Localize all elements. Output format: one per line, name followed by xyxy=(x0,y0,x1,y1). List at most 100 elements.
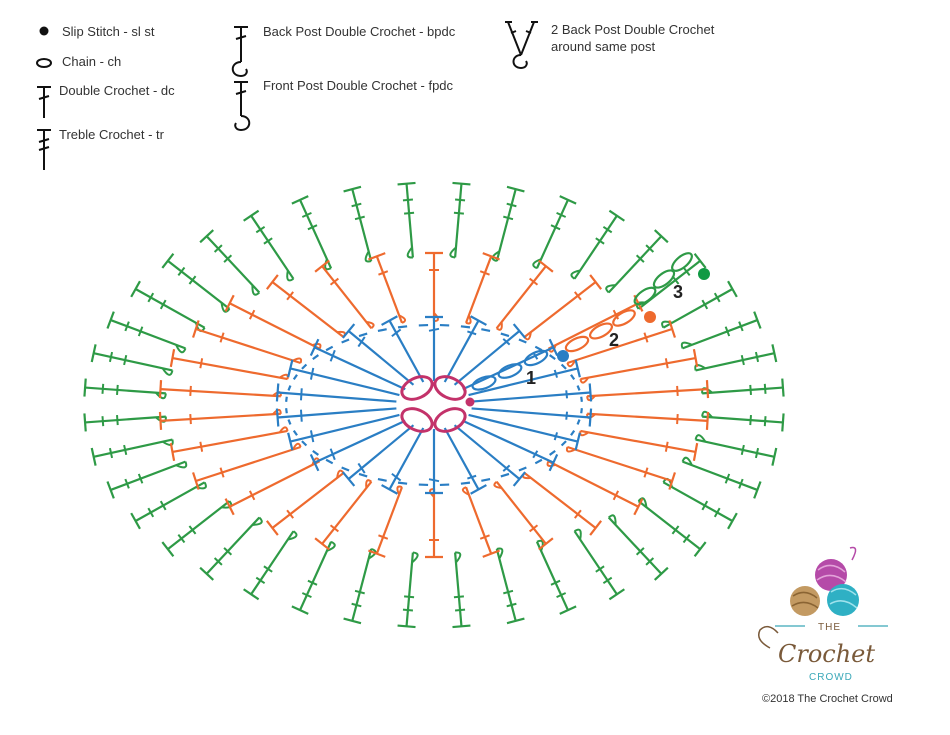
round-2-post-stitch xyxy=(224,294,322,350)
round-1-chain-arc xyxy=(312,450,320,456)
round-3-treble-crochet xyxy=(397,551,419,629)
round-3-treble-crochet xyxy=(701,378,785,397)
round-2-post-stitch xyxy=(314,479,373,551)
legend-treble-crochet-label: Treble Crochet - tr xyxy=(59,127,165,142)
logo-the-text: THE xyxy=(818,622,841,633)
logo-flourish xyxy=(758,625,779,649)
start-chain xyxy=(523,349,549,367)
round-1-double-crochet xyxy=(287,359,400,397)
round-1-double-crochet xyxy=(471,407,593,427)
round-1-chain-arc xyxy=(500,472,510,478)
center-chain xyxy=(400,407,434,433)
round-1-double-crochet xyxy=(341,424,415,487)
round-2-start-chains: 2 xyxy=(564,309,656,353)
logo-swirl xyxy=(849,546,857,561)
legend-treble-crochet: Treble Crochet - tr xyxy=(37,127,165,170)
round-2-post-stitch xyxy=(522,472,603,536)
round-1-double-crochet xyxy=(341,323,415,386)
round-3-treble-crochet xyxy=(83,413,167,432)
legend-slip-stitch-label: Slip Stitch - sl st xyxy=(62,24,155,39)
legend-two-bpdc-line1: 2 Back Post Double Crochet xyxy=(551,22,715,37)
round-3-treble-crochet xyxy=(694,434,778,466)
round-2-post-stitch xyxy=(546,460,644,516)
round-1-chain-arc xyxy=(560,363,567,370)
round-1-double-crochet xyxy=(468,359,581,397)
round-1-double-crochet xyxy=(443,427,487,495)
round-3-treble-crochet xyxy=(343,185,373,263)
slip-stitch-symbol xyxy=(39,26,49,36)
round-3-treble-crochet xyxy=(662,477,738,530)
round-1-double-crochet xyxy=(453,424,527,487)
round-3-treble-crochet xyxy=(243,530,298,601)
round-3-treble-crochet xyxy=(607,514,669,581)
round-1-slip-stitch xyxy=(557,350,569,362)
round-1-chain-arc xyxy=(580,408,583,414)
legend-two-bpdc: 2 Back Post Double Crochet around same p… xyxy=(505,21,715,70)
round-1-double-crochet xyxy=(453,323,527,386)
start-chain xyxy=(588,322,614,340)
logo-main-text: Crochet xyxy=(778,640,875,668)
round-2-post-stitch xyxy=(192,320,303,365)
center-chain xyxy=(400,375,434,401)
chain-symbol xyxy=(36,58,52,68)
round-1-double-crochet xyxy=(468,413,581,451)
round-1-double-crochet xyxy=(287,413,400,451)
round-2-post-stitch xyxy=(586,411,710,430)
round-3-treble-crochet xyxy=(106,460,188,499)
round-1-chain-arc xyxy=(570,374,576,381)
crochet-crowd-logo: THE Crochet CROWD ©2018 The Crochet Crow… xyxy=(758,546,893,705)
round-2-post-stitch xyxy=(192,442,302,490)
round-1-double-crochet xyxy=(425,429,443,495)
round-1-double-crochet xyxy=(462,419,559,472)
round-3-treble-crochet xyxy=(243,209,295,282)
round-2-post-stitch xyxy=(158,380,282,399)
round-1-chain-arc xyxy=(358,472,368,478)
round-1-chain-arc xyxy=(518,466,527,472)
round-1-double-crochet xyxy=(443,315,487,383)
round-3-treble-crochet xyxy=(452,551,471,629)
round-2-number: 2 xyxy=(609,330,619,350)
round-1-chain-arc xyxy=(576,419,581,425)
round-3-treble-crochet xyxy=(106,311,187,354)
start-chain xyxy=(633,286,657,306)
round-3-treble-crochet xyxy=(343,547,377,625)
yarn-ball-brown-strands xyxy=(791,591,819,609)
round-1-chain-arc xyxy=(570,429,576,436)
round-3-treble-crochet xyxy=(661,280,738,329)
round-1-chain-arc xyxy=(548,354,556,360)
start-chain xyxy=(471,375,497,391)
round-1-chain-arc xyxy=(534,458,543,465)
yarn-ball-teal-strands xyxy=(829,587,858,609)
round-1-chain-arc xyxy=(460,325,471,329)
round-2-post-stitch xyxy=(461,486,500,558)
round-2-post-stitch xyxy=(495,259,554,331)
round-1-double-crochet xyxy=(471,383,593,403)
round-1-chain-arc xyxy=(377,328,387,333)
legend-double-crochet: Double Crochet - dc xyxy=(37,83,175,118)
round-2-post-stitch xyxy=(425,488,443,559)
round-3-treble-crochet xyxy=(573,528,625,601)
round-1-chain-arc xyxy=(341,466,350,472)
two-bpdc-symbol xyxy=(505,21,538,70)
round-2-slip-stitch xyxy=(644,311,656,323)
round-2-post-stitch xyxy=(586,380,710,402)
round-1-chain-arc xyxy=(301,440,308,447)
round-1-chain-arc xyxy=(500,332,510,338)
round-1-double-crochet xyxy=(275,407,397,427)
round-3-treble-crochet xyxy=(199,229,261,296)
round-1-double-crochet xyxy=(275,383,397,403)
round-1-chain-arc xyxy=(312,354,320,360)
round-3-treble-crochet xyxy=(570,209,625,280)
round-3-treble-crochet xyxy=(161,500,233,557)
round-3-treble-crochet xyxy=(701,410,785,432)
round-3-treble-crochet xyxy=(605,229,669,294)
center-chain xyxy=(433,375,467,401)
copyright-text: ©2018 The Crochet Crowd xyxy=(762,693,893,705)
round-1-stitches xyxy=(275,315,593,495)
round-1-chain-arc xyxy=(481,328,491,333)
legend-chain-label: Chain - ch xyxy=(62,54,121,69)
round-3-treble-crochet xyxy=(491,185,525,263)
round-2-post-stitch xyxy=(169,426,289,462)
round-1-chain-arc xyxy=(325,458,334,465)
